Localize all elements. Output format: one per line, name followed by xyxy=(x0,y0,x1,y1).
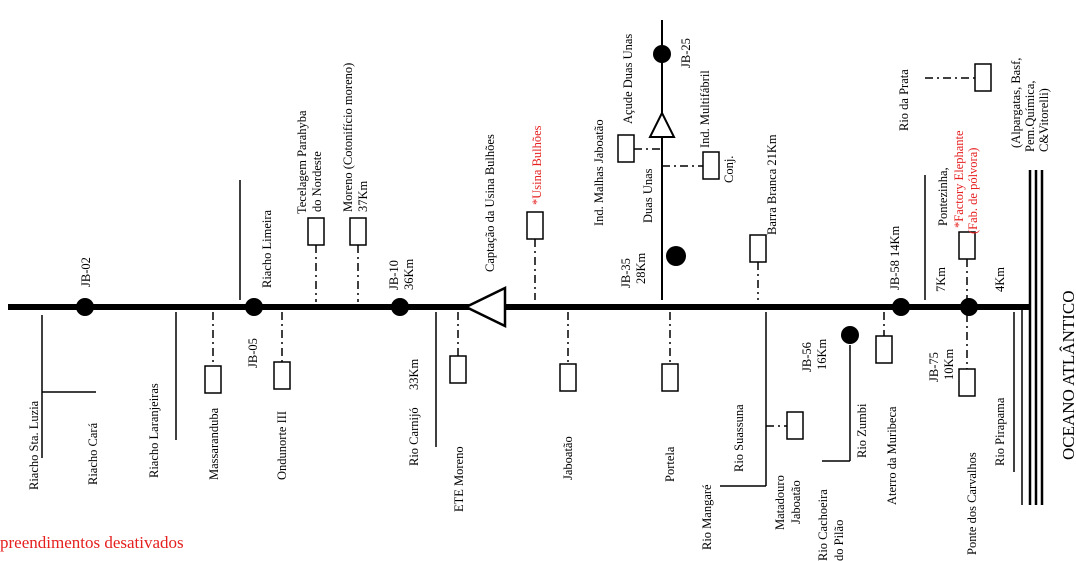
label-jb02: JB-02 xyxy=(79,257,93,287)
label-rio-carnijo-km: 33Km xyxy=(407,358,421,390)
label-ind-malhas: Ind. Malhas Jaboatão xyxy=(592,119,606,226)
label-portela: Portela xyxy=(663,446,677,482)
ocean-label: OCEANO ATLÂNTICO xyxy=(1059,290,1076,460)
label-aterro: Aterro da Muribeca xyxy=(885,406,899,505)
label-jb10: JB-10 xyxy=(387,260,401,290)
legend-inactive-enterprises: preendimentos desativados xyxy=(0,533,184,552)
station-dot-jb35 xyxy=(666,246,686,266)
label-jb05: JB-05 xyxy=(246,338,260,368)
facility-box-alpargatas xyxy=(974,63,992,92)
label-alpargatas-2: Pem.Química, xyxy=(1023,80,1037,152)
station-dot-jb05 xyxy=(245,298,263,316)
label-jb56-km: 16Km xyxy=(815,338,829,370)
label-ponte-carvalhos: Ponte dos Carvalhos xyxy=(965,452,979,555)
label-multifabril-1: Ind. Multifábril xyxy=(698,70,712,148)
label-matadouro-1: Matadouro xyxy=(773,475,787,530)
label-factory-1: *Factory Elephante xyxy=(952,130,966,228)
label-riacho-laranjeiras: Riacho Laranjeiras xyxy=(147,383,161,478)
label-rio-pirapama: Rio Pirapama xyxy=(993,397,1007,466)
label-captacao: Captação da Usina Bulhões xyxy=(483,134,497,272)
label-jb56: JB-56 xyxy=(800,342,814,372)
label-jb75: JB-75 xyxy=(927,352,941,382)
facility-box-moreno xyxy=(349,217,367,246)
label-jb25: JB-25 xyxy=(679,38,693,68)
label-riacho-cara: Riacho Cará xyxy=(86,422,100,485)
label-jb35: JB-35 xyxy=(619,258,633,288)
label-riacho-sta-luzia: Riacho Sta. Luzia xyxy=(27,400,41,490)
facility-box-pontezinha xyxy=(958,231,976,260)
label-tecelagem-1: Tecelagem Parahyba xyxy=(295,110,309,214)
facility-box-massaranduba xyxy=(204,365,222,394)
facility-box-jaboatao xyxy=(559,363,577,392)
station-dot-jb58 xyxy=(892,298,910,316)
label-alpargatas-1: (Alpargatas, Basf, xyxy=(1009,58,1023,148)
facility-box-barra-branca xyxy=(749,234,767,263)
reservoir-triangle-icon xyxy=(648,110,676,138)
label-factory-2: (Fab. de pólvora) xyxy=(966,148,980,234)
facility-box-usina-bulhoes xyxy=(526,211,544,240)
facility-box-tecelagem xyxy=(307,217,325,246)
station-dot-jb02 xyxy=(76,298,94,316)
label-jaboatao: Jaboatão xyxy=(561,436,575,480)
label-massaranduba: Massaranduba xyxy=(207,407,221,480)
label-barra-branca: Barra Branca 21Km xyxy=(765,134,779,235)
label-7km: 7Km xyxy=(934,267,948,292)
label-ete-moreno: ETE Moreno xyxy=(452,446,466,512)
label-riacho-limeira: Riacho Limeira xyxy=(260,209,274,288)
facility-box-ete-moreno xyxy=(449,355,467,384)
label-rio-cachoeira-1: Rio Cachoeira xyxy=(816,489,830,561)
label-jb10-km: 36Km xyxy=(402,258,416,290)
label-duas-unas: Duas Unas xyxy=(641,168,655,223)
label-alpargatas-3: C&Vitorelli) xyxy=(1037,88,1051,152)
facility-box-aterro xyxy=(875,335,893,364)
label-matadouro-2: Jaboatão xyxy=(789,480,803,524)
facility-box-ponte-carvalhos xyxy=(958,368,976,397)
label-rio-mangare: Rio Mangaré xyxy=(700,484,714,550)
label-moreno-2: 37Km xyxy=(356,180,370,212)
flow-arrow-icon xyxy=(463,286,507,328)
label-4km: 4Km xyxy=(993,267,1007,292)
label-ondunorte: Ondunorte III xyxy=(275,411,289,480)
label-jb35-km: 28Km xyxy=(634,252,648,284)
station-dot-jb75 xyxy=(960,298,978,316)
label-usina-bulhoes: *Usina Bulhões xyxy=(530,125,544,205)
facility-box-matadouro xyxy=(786,411,804,440)
label-rio-carnijo: Rio Carnijó xyxy=(407,407,421,466)
label-rio-zumbi: Rio Zumbi xyxy=(855,403,869,458)
label-acude: Açude Duas Unas xyxy=(621,34,635,124)
label-multifabril-2: Conj. xyxy=(722,156,736,183)
label-moreno-1: Moreno (Cotonifício moreno) xyxy=(341,63,355,212)
facility-box-ind-malhas xyxy=(617,134,635,163)
label-jb75-km: 10Km xyxy=(942,348,956,380)
station-dot-jb10 xyxy=(391,298,409,316)
label-pontezinha: Pontezinha, xyxy=(936,167,950,226)
facility-box-multifabril xyxy=(702,151,720,180)
label-rio-suassuna: Rio Suassuna xyxy=(732,404,746,472)
label-rio-cachoeira-2: do Pilão xyxy=(832,520,846,561)
label-rio-da-prata: Rio da Prata xyxy=(897,69,911,131)
label-jb58: JB-58 14Km xyxy=(888,225,902,290)
station-dot-jb56 xyxy=(841,326,859,344)
facility-box-ondunorte xyxy=(273,361,291,390)
facility-box-portela xyxy=(661,363,679,392)
label-tecelagem-2: do Nordeste xyxy=(310,151,324,212)
